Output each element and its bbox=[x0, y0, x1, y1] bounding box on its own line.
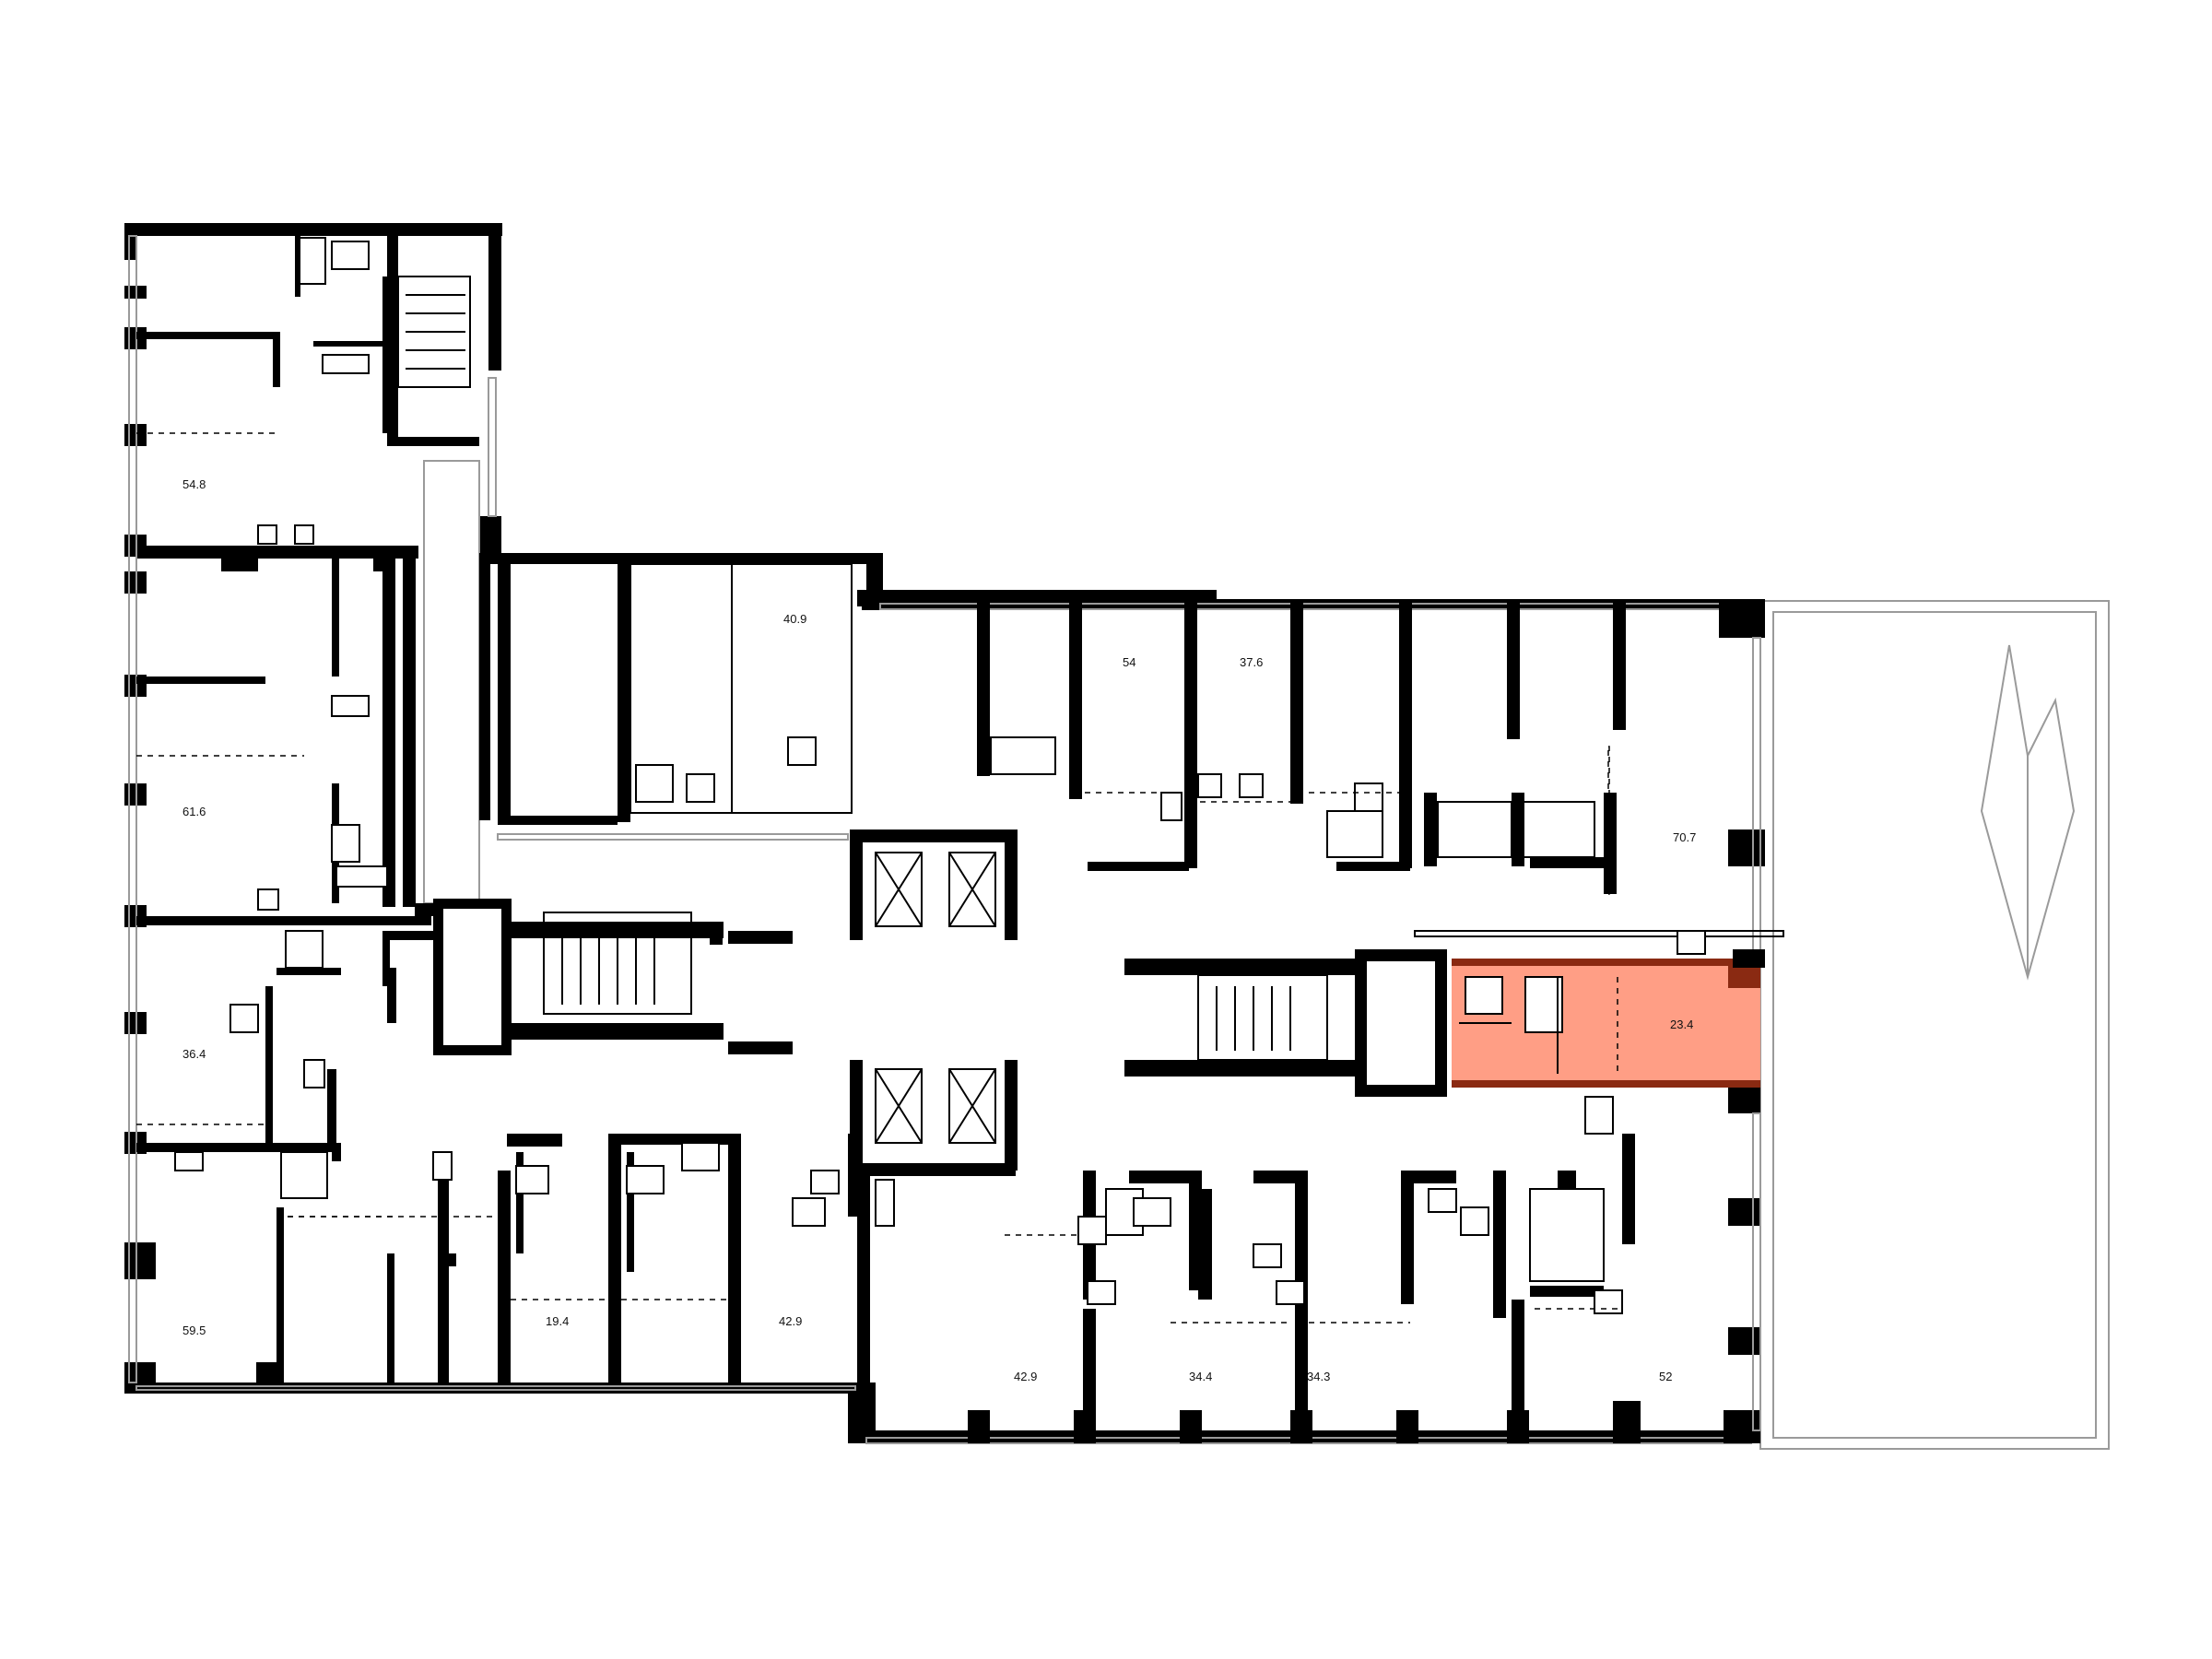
unit-area-label: 19.4 bbox=[546, 1314, 569, 1328]
south-wing bbox=[135, 1088, 1761, 1444]
terrace bbox=[1759, 600, 2110, 1450]
east-wing-top bbox=[862, 599, 1784, 968]
west-wing bbox=[124, 223, 865, 1394]
selected-unit-area-label: 23.4 bbox=[1670, 1018, 1693, 1031]
unit-area-label: 61.6 bbox=[182, 805, 206, 818]
unit-area-label: 59.5 bbox=[182, 1324, 206, 1337]
selected-unit-wall bbox=[1452, 1080, 1760, 1088]
unit-area-label: 54.8 bbox=[182, 477, 206, 491]
unit-area-label: 40.9 bbox=[783, 612, 806, 626]
unit-area-label: 42.9 bbox=[779, 1314, 802, 1328]
unit-area-label: 42.9 bbox=[1014, 1370, 1037, 1383]
unit-area-label: 34.4 bbox=[1189, 1370, 1212, 1383]
unit-area-label: 70.7 bbox=[1673, 830, 1696, 844]
selected-unit[interactable] bbox=[1452, 959, 1760, 1088]
unit-area-label: 36.4 bbox=[182, 1047, 206, 1061]
unit-area-label: 34.3 bbox=[1307, 1370, 1330, 1383]
selected-unit-wall bbox=[1728, 964, 1760, 988]
selected-unit-wall bbox=[1452, 959, 1760, 966]
unit-area-label: 54 bbox=[1123, 655, 1135, 669]
central-block bbox=[433, 553, 1447, 1176]
unit-labels: 54.8 61.6 36.4 59.5 40.9 19.4 42.9 54 37… bbox=[182, 477, 1696, 1383]
unit-area-label: 37.6 bbox=[1240, 655, 1263, 669]
unit-area-label: 52 bbox=[1659, 1370, 1672, 1383]
